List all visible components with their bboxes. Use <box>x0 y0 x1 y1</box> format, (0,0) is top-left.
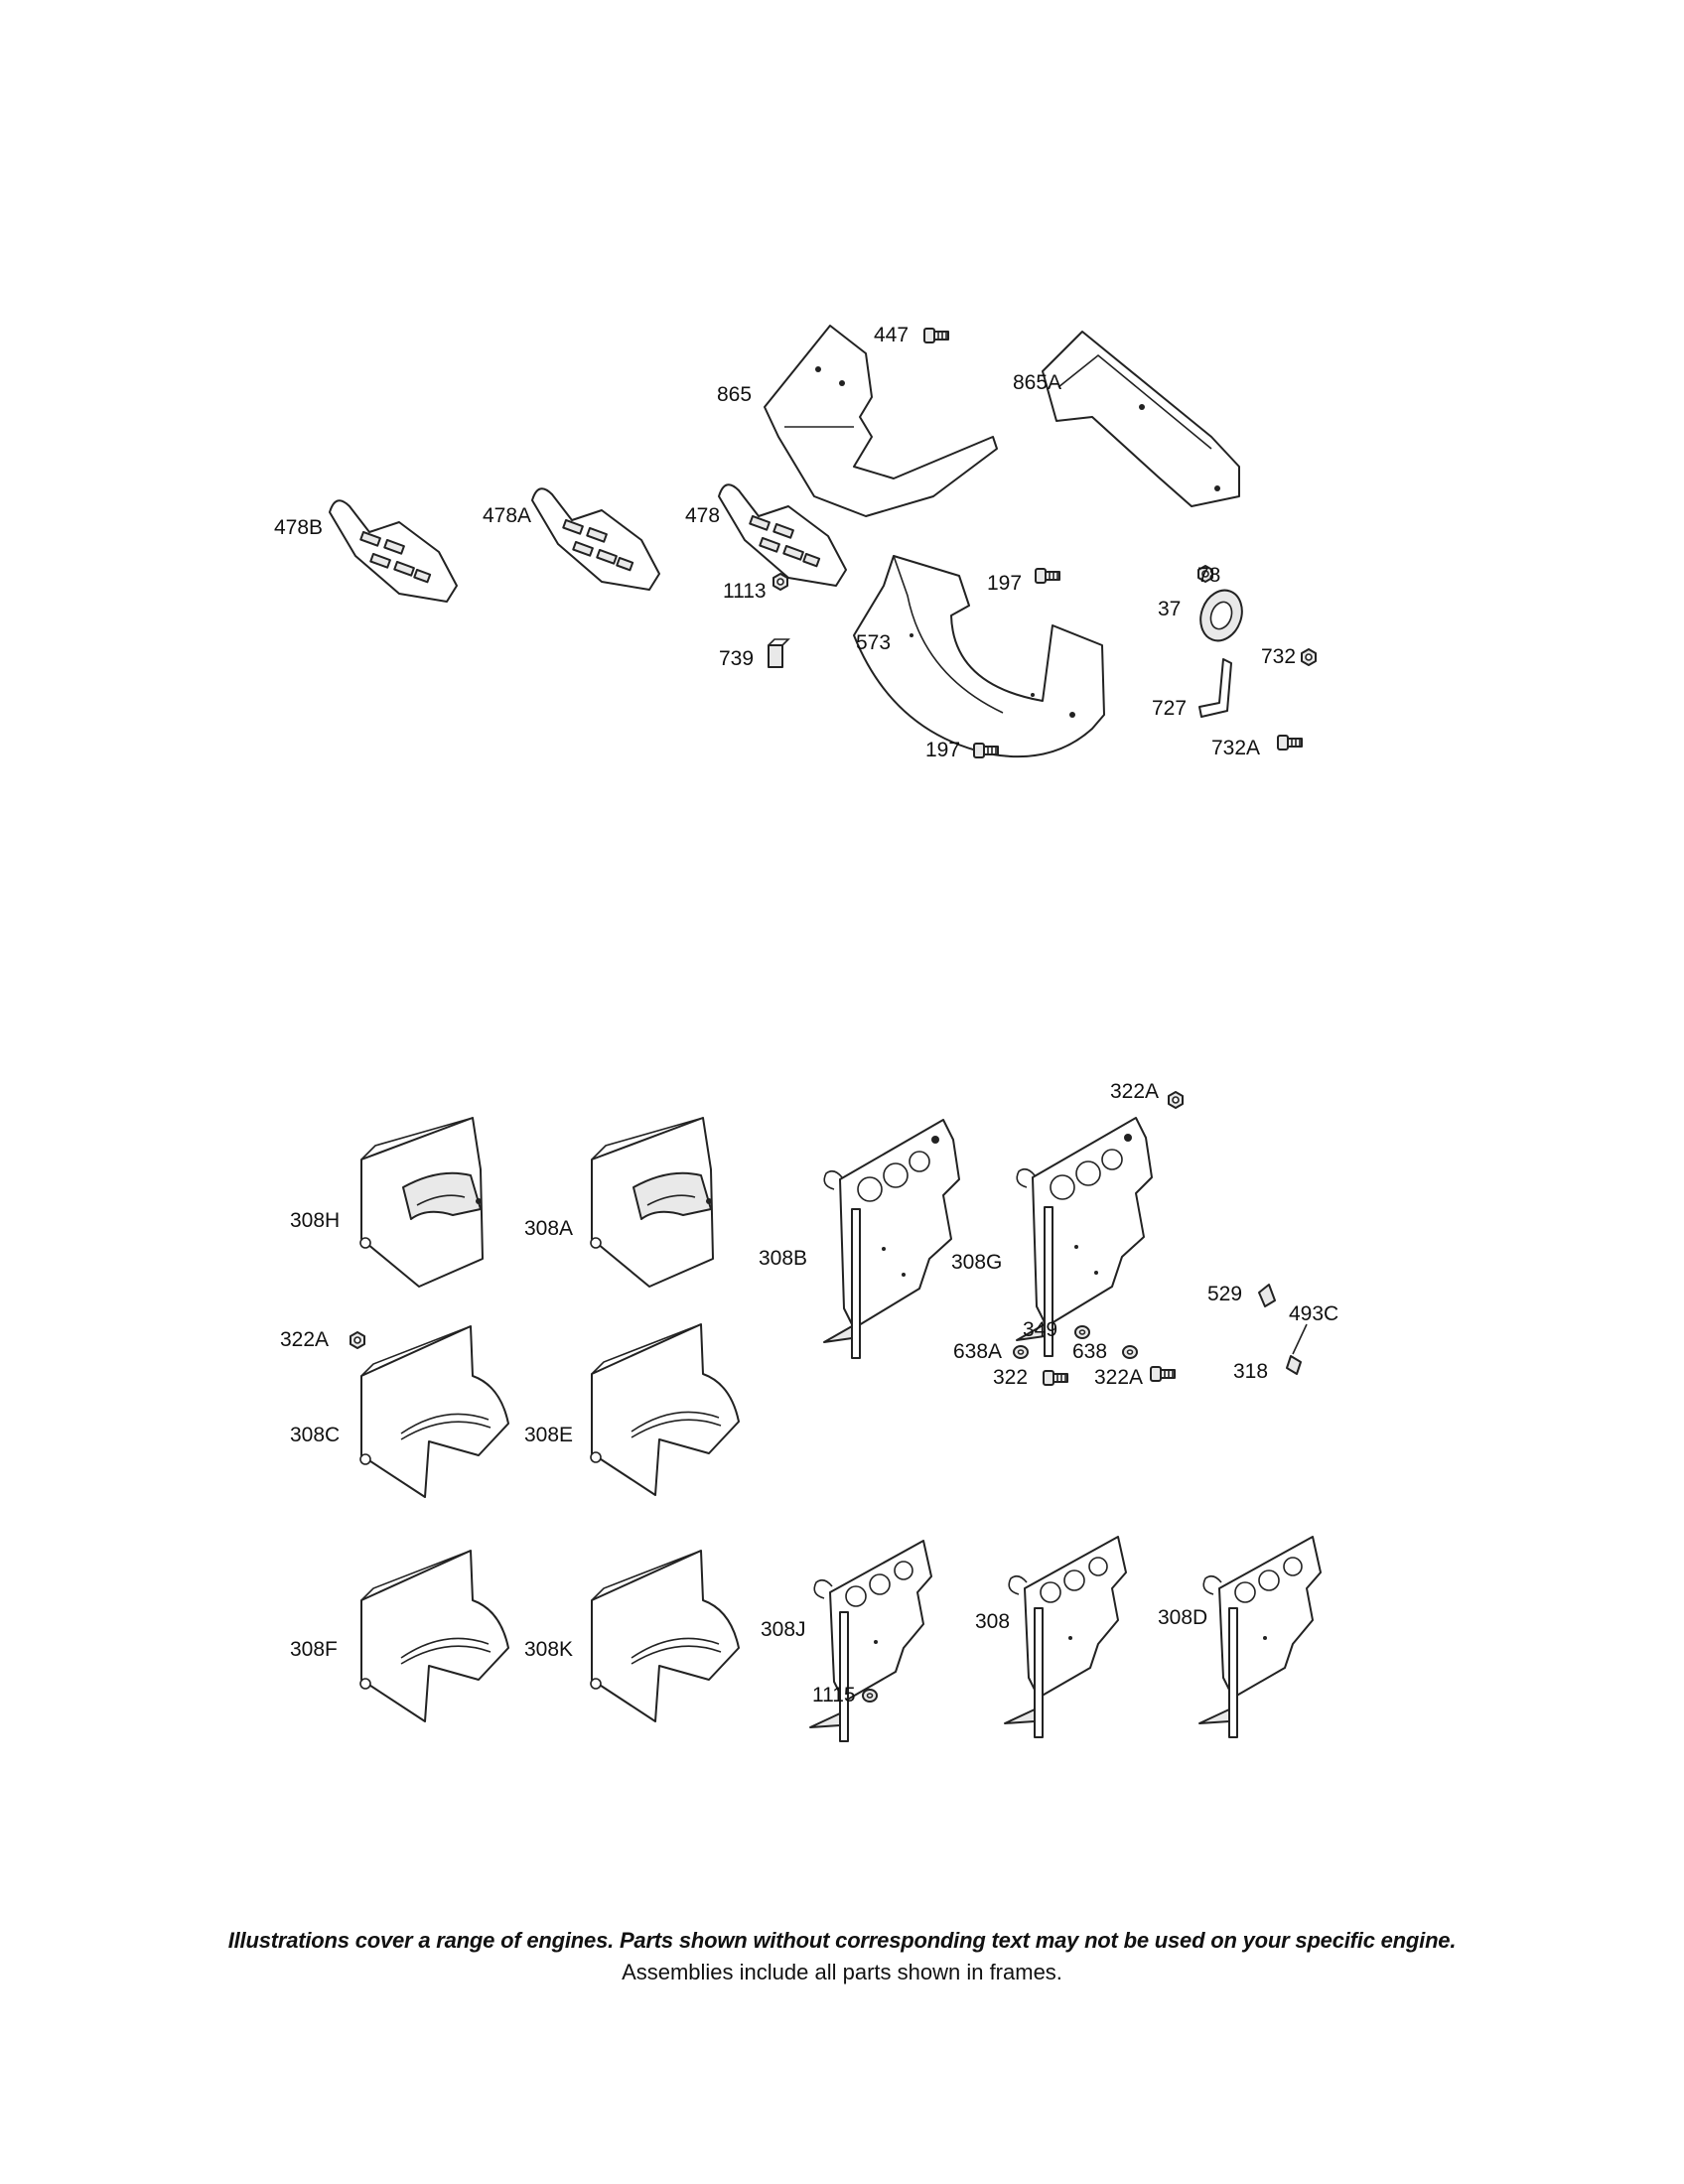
part-739-clip-icon[interactable] <box>768 638 790 668</box>
label-78: 78 <box>1197 564 1220 587</box>
part-308C-shield-icon[interactable] <box>359 1325 509 1498</box>
label-727: 727 <box>1152 697 1187 720</box>
label-529: 529 <box>1207 1283 1242 1305</box>
label-322: 322 <box>993 1366 1028 1389</box>
label-322A-2: 322A <box>280 1328 329 1351</box>
label-349: 349 <box>1023 1318 1057 1341</box>
footer-disclaimer: Illustrations cover a range of engines. … <box>227 1928 1457 1953</box>
label-37: 37 <box>1158 598 1181 620</box>
part-322A-nut-icon-2[interactable] <box>350 1331 365 1349</box>
label-732: 732 <box>1261 645 1296 668</box>
label-308G: 308G <box>951 1251 1002 1274</box>
label-493C: 493C <box>1289 1302 1338 1325</box>
label-1115: 1115 <box>812 1684 856 1706</box>
label-308E: 308E <box>524 1424 573 1446</box>
label-308J: 308J <box>761 1618 806 1641</box>
part-638A-washer-icon[interactable] <box>1013 1345 1029 1359</box>
label-322A-3: 322A <box>1094 1366 1143 1389</box>
label-447: 447 <box>874 324 909 346</box>
part-322-screw-icon[interactable] <box>1043 1370 1068 1386</box>
part-573-housing-icon[interactable] <box>853 555 1105 758</box>
baffle-group <box>350 1091 1322 1742</box>
part-308H-shield-icon[interactable] <box>359 1117 484 1288</box>
label-197: 197 <box>987 572 1022 595</box>
part-308D-baffle-icon[interactable] <box>1198 1536 1322 1738</box>
label-865: 865 <box>717 383 752 406</box>
label-308A: 308A <box>524 1217 573 1240</box>
part-308-baffle-icon[interactable] <box>1004 1536 1127 1738</box>
label-308: 308 <box>975 1610 1010 1633</box>
part-197-screw-icon[interactable] <box>1035 568 1060 584</box>
label-308B: 308B <box>759 1247 807 1270</box>
part-478A-plate-icon[interactable] <box>531 487 660 591</box>
part-732A-screw-icon[interactable] <box>1277 735 1303 751</box>
part-308J-baffle-icon[interactable] <box>809 1540 932 1742</box>
footer: Illustrations cover a range of engines. … <box>0 1928 1684 1985</box>
callout-labels: 447 865 865A 478B 478A 478 1113 197 78 3… <box>274 324 1338 1706</box>
part-197-screw-icon-2[interactable] <box>973 743 999 758</box>
part-322A-screw-icon[interactable] <box>1150 1366 1176 1382</box>
part-865-shroud-icon[interactable] <box>764 325 998 517</box>
part-308B-baffle-icon[interactable] <box>823 1119 960 1359</box>
footer-note: Assemblies include all parts shown in fr… <box>622 1960 1062 1984</box>
blower-housing-group <box>329 325 1317 758</box>
label-478B: 478B <box>274 516 323 539</box>
label-308K: 308K <box>524 1638 573 1661</box>
part-322A-nut-icon[interactable] <box>1168 1091 1184 1109</box>
label-638A: 638A <box>953 1340 1002 1363</box>
label-478A: 478A <box>483 504 531 527</box>
label-1113: 1113 <box>723 580 767 603</box>
label-308H: 308H <box>290 1209 340 1232</box>
part-732-nut-icon[interactable] <box>1301 648 1317 666</box>
label-197-2: 197 <box>925 739 960 761</box>
part-478B-plate-icon[interactable] <box>329 499 458 603</box>
label-308D: 308D <box>1158 1606 1207 1629</box>
label-318: 318 <box>1233 1360 1268 1383</box>
part-1113-nut-icon[interactable] <box>772 573 788 591</box>
part-308F-shield-icon[interactable] <box>359 1550 509 1722</box>
part-447-screw-icon[interactable] <box>923 328 949 343</box>
part-638-washer-icon[interactable] <box>1122 1345 1138 1359</box>
label-478: 478 <box>685 504 720 527</box>
part-349-washer-icon[interactable] <box>1074 1325 1090 1339</box>
part-37-gasket-icon[interactable] <box>1193 585 1248 647</box>
part-308K-shield-icon[interactable] <box>590 1550 740 1722</box>
label-739: 739 <box>719 647 754 670</box>
label-865A: 865A <box>1013 371 1061 394</box>
part-529-clip-icon[interactable] <box>1258 1284 1276 1307</box>
part-1115-washer-icon[interactable] <box>862 1689 878 1703</box>
label-322A: 322A <box>1110 1080 1159 1103</box>
part-308E-shield-icon[interactable] <box>590 1323 740 1496</box>
part-727-bracket-icon[interactable] <box>1198 658 1232 718</box>
part-493C-leader <box>1292 1323 1308 1355</box>
part-318-clip-icon[interactable] <box>1286 1355 1302 1375</box>
part-865A-shroud-icon[interactable] <box>1042 331 1240 507</box>
label-308C: 308C <box>290 1424 340 1446</box>
label-308F: 308F <box>290 1638 338 1661</box>
label-638: 638 <box>1072 1340 1107 1363</box>
label-732A: 732A <box>1211 737 1260 759</box>
label-573: 573 <box>856 631 891 654</box>
part-308A-shield-icon[interactable] <box>590 1117 714 1288</box>
